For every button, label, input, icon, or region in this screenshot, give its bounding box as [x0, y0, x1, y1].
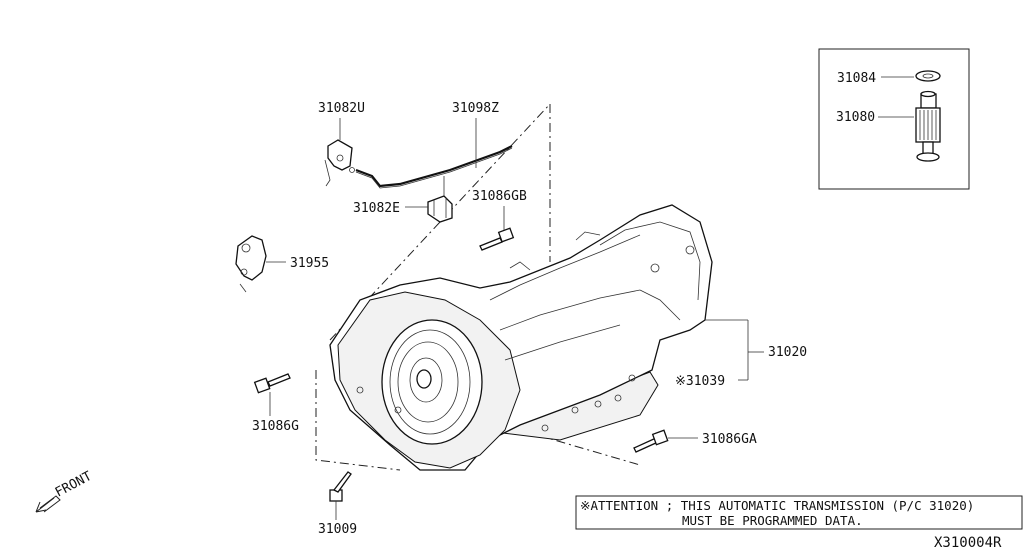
label-31086GB[interactable]: 31086GB — [472, 189, 527, 204]
label-31955[interactable]: 31955 — [290, 256, 329, 271]
cable-31098Z[interactable] — [349, 145, 513, 189]
attention-note: ※ATTENTION ; THIS AUTOMATIC TRANSMISSION… — [575, 495, 1023, 530]
note-line-2: MUST BE PROGRAMMED DATA. — [682, 513, 863, 528]
bracket-31082U[interactable] — [324, 139, 353, 187]
label-31084[interactable]: 31084 — [837, 71, 876, 86]
note-line-1: ※ATTENTION ; THIS AUTOMATIC TRANSMISSION… — [580, 498, 974, 513]
front-label: FRONT — [53, 469, 95, 501]
automatic-transmission-31020[interactable] — [315, 103, 713, 471]
label-31020[interactable]: 31020 — [768, 345, 807, 360]
label-31039[interactable]: ※31039 — [675, 374, 725, 389]
bolt-31086GA[interactable] — [633, 429, 669, 453]
torque-converter — [381, 319, 483, 445]
speedometer-gear-31080[interactable] — [915, 90, 941, 162]
label-31086G[interactable]: 31086G — [252, 419, 299, 434]
label-31080[interactable]: 31080 — [836, 110, 875, 125]
arrow-down-left-icon — [35, 495, 61, 513]
bolt-31009[interactable] — [329, 471, 352, 502]
label-31009[interactable]: 31009 — [318, 522, 357, 537]
front-arrow: FRONT — [35, 469, 95, 513]
label-31082E[interactable]: 31082E — [353, 201, 400, 216]
label-31082U[interactable]: 31082U — [318, 101, 365, 116]
bolt-31086GB[interactable] — [479, 227, 515, 251]
clip-31082E[interactable] — [427, 195, 453, 223]
bolt-31086G[interactable] — [253, 373, 291, 394]
washer-31084[interactable] — [915, 70, 941, 82]
inset-box: 31084 31080 — [818, 48, 970, 190]
figure-code: X310004R — [934, 535, 1002, 551]
sensor-31955[interactable] — [235, 235, 267, 293]
label-31086GA[interactable]: 31086GA — [702, 432, 757, 447]
label-31098Z[interactable]: 31098Z — [452, 101, 499, 116]
